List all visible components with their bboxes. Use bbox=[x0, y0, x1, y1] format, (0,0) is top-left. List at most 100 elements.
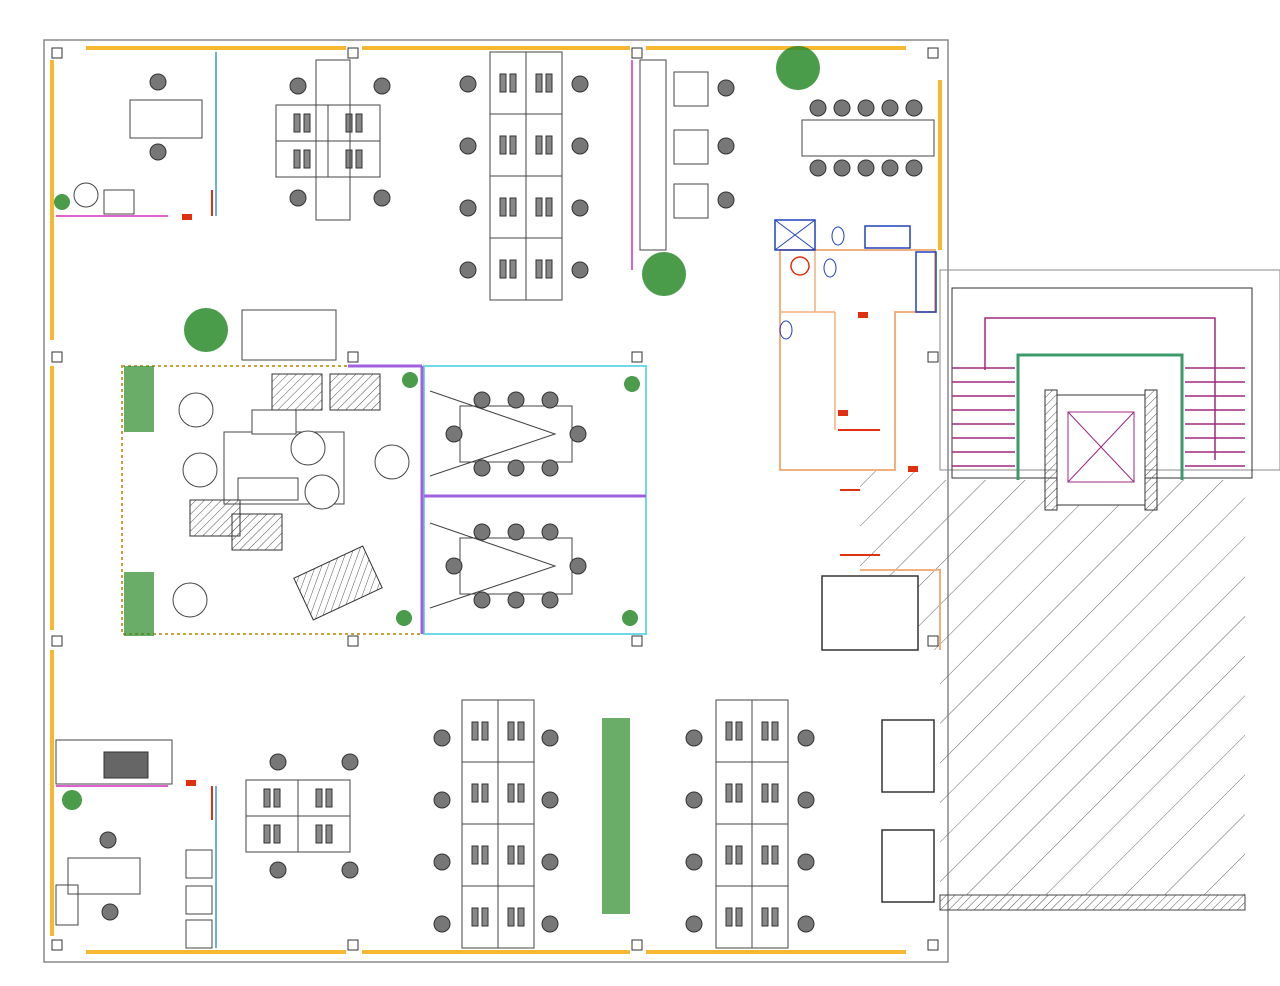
chair bbox=[473, 523, 491, 541]
monitor bbox=[771, 907, 779, 927]
plant bbox=[776, 46, 820, 90]
chair bbox=[341, 861, 359, 879]
chair bbox=[373, 189, 391, 207]
hatched-floor bbox=[860, 470, 1245, 895]
planter bbox=[124, 572, 154, 636]
wc-block bbox=[779, 249, 936, 471]
chair bbox=[289, 77, 307, 95]
monitor bbox=[355, 149, 363, 169]
desk bbox=[275, 104, 329, 142]
chair bbox=[541, 853, 559, 871]
monitor bbox=[545, 73, 553, 93]
monitor bbox=[509, 197, 517, 217]
plant bbox=[396, 610, 412, 626]
monitor bbox=[545, 135, 553, 155]
chair bbox=[541, 791, 559, 809]
plant bbox=[402, 372, 418, 388]
desk bbox=[751, 699, 789, 763]
table bbox=[673, 183, 709, 219]
monitor bbox=[481, 907, 489, 927]
monitor bbox=[735, 721, 743, 741]
desk bbox=[525, 175, 563, 239]
monitor bbox=[735, 783, 743, 803]
stair-bench bbox=[293, 545, 383, 621]
monitor bbox=[293, 149, 301, 169]
chair bbox=[717, 137, 735, 155]
column bbox=[347, 635, 359, 647]
cabinet bbox=[55, 884, 79, 926]
monitor bbox=[545, 259, 553, 279]
monitor bbox=[725, 783, 733, 803]
monitor bbox=[535, 73, 543, 93]
armchair bbox=[185, 849, 213, 879]
plant bbox=[622, 610, 638, 626]
monitor bbox=[499, 135, 507, 155]
desk bbox=[497, 823, 535, 887]
desk bbox=[297, 815, 351, 853]
desk bbox=[497, 761, 535, 825]
chair bbox=[149, 143, 167, 161]
chair bbox=[433, 853, 451, 871]
screen-projection bbox=[429, 522, 557, 609]
monitor bbox=[517, 845, 525, 865]
toilet bbox=[823, 258, 837, 278]
monitor bbox=[771, 845, 779, 865]
shower bbox=[774, 219, 816, 251]
column bbox=[631, 351, 643, 363]
chair bbox=[459, 199, 477, 217]
column bbox=[631, 939, 643, 951]
elevator-wall bbox=[1044, 389, 1058, 511]
chair bbox=[685, 915, 703, 933]
chair bbox=[541, 591, 559, 609]
desk bbox=[489, 237, 527, 301]
column bbox=[927, 47, 939, 59]
monitor bbox=[509, 73, 517, 93]
chair bbox=[473, 591, 491, 609]
column bbox=[51, 635, 63, 647]
monitor bbox=[481, 783, 489, 803]
meeting-table bbox=[459, 537, 573, 595]
plant bbox=[62, 790, 82, 810]
monitor bbox=[499, 73, 507, 93]
monitor bbox=[481, 721, 489, 741]
monitor bbox=[303, 149, 311, 169]
chair bbox=[809, 99, 827, 117]
monitor bbox=[725, 907, 733, 927]
cabinet bbox=[315, 59, 351, 221]
monitor bbox=[509, 259, 517, 279]
desk bbox=[327, 140, 381, 178]
desk bbox=[461, 699, 499, 763]
monitor bbox=[471, 845, 479, 865]
monitor bbox=[725, 845, 733, 865]
chair bbox=[373, 77, 391, 95]
chair bbox=[269, 861, 287, 879]
sofa bbox=[241, 309, 337, 361]
desk bbox=[715, 823, 753, 887]
column bbox=[927, 351, 939, 363]
monitor bbox=[471, 907, 479, 927]
monitor bbox=[481, 845, 489, 865]
exterior-walls bbox=[43, 39, 1280, 963]
chair bbox=[571, 75, 589, 93]
monitor bbox=[761, 721, 769, 741]
bench bbox=[237, 477, 299, 501]
desk bbox=[525, 113, 563, 177]
round-seat bbox=[178, 392, 214, 428]
monitor bbox=[263, 788, 271, 808]
monitor bbox=[517, 721, 525, 741]
chair bbox=[797, 729, 815, 747]
monitor bbox=[499, 259, 507, 279]
monitor bbox=[761, 783, 769, 803]
monitor bbox=[345, 113, 353, 133]
chair bbox=[149, 73, 167, 91]
chair bbox=[571, 137, 589, 155]
screen-projection bbox=[429, 390, 557, 477]
monitor bbox=[507, 845, 515, 865]
chair bbox=[541, 915, 559, 933]
monitor bbox=[325, 824, 333, 844]
plant bbox=[624, 376, 640, 392]
armchair bbox=[185, 919, 213, 949]
chair bbox=[433, 791, 451, 809]
desk bbox=[129, 99, 203, 139]
